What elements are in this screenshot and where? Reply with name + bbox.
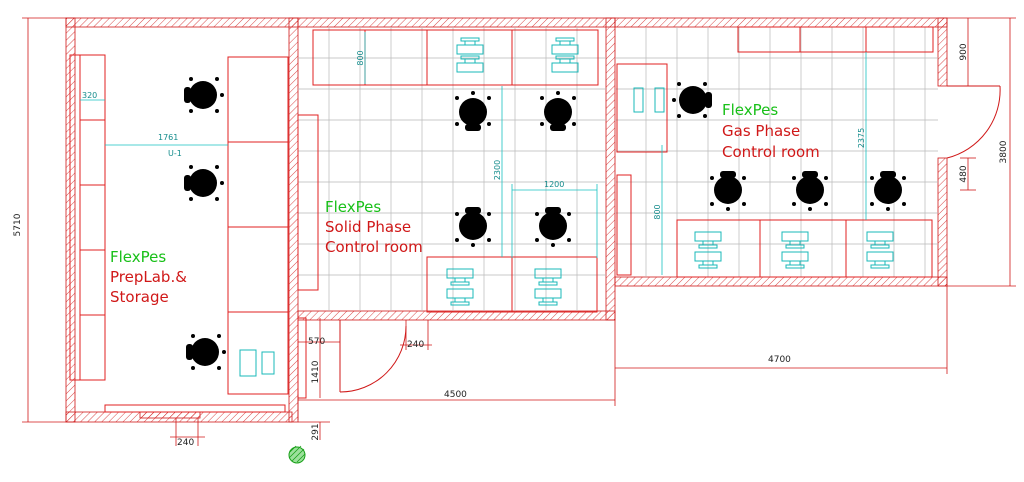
dimension-lines: 5710 320 1761 U-1 240 570 240 1410 291 4… (13, 17, 1016, 448)
monitor-gas-rack (633, 87, 665, 113)
wall-bottom-gas (614, 276, 948, 287)
dim-gas-height: 3800 (999, 140, 1009, 163)
dim-wall-gap: 240 (407, 340, 424, 350)
rack-left (297, 114, 319, 291)
wall-right-gas-lower (937, 157, 948, 287)
floor-grid-solid (298, 27, 606, 311)
dim-solid-bench: 800 (356, 50, 365, 65)
solid-phase-name: FlexPes (325, 198, 381, 216)
gas-phase-line1: Gas Phase (722, 122, 800, 140)
wall-window-bottom (139, 411, 201, 419)
chair-gas-1 (672, 82, 712, 118)
wall-top-prep (65, 17, 299, 28)
dim-bottom-window: 240 (177, 438, 194, 448)
chair-solid-1 (455, 91, 491, 131)
dim-total-height: 5710 (13, 213, 23, 236)
label-gas-phase: FlexPes Gas Phase Control room (722, 101, 820, 161)
dim-gas-aisle: 2375 (857, 128, 866, 148)
chair-prep-1 (184, 77, 224, 113)
solid-phase-line2: Control room (325, 238, 423, 256)
wall-top-gas (614, 17, 948, 28)
door-gas (946, 85, 1001, 159)
gas-phase-furniture (616, 26, 934, 278)
chair-gas-3 (792, 171, 828, 211)
monitors-solid-bottom (446, 268, 562, 306)
bench-right (227, 56, 289, 313)
prep-lab-line2: Storage (110, 288, 169, 306)
dim-solid-width: 4500 (444, 390, 467, 400)
dim-gas-desk: 800 (653, 204, 662, 219)
chair-prep-3 (186, 334, 226, 370)
desk-gas-bottom (676, 219, 933, 278)
cabinet-top-gas (737, 26, 934, 53)
prep-lab-name: FlexPes (110, 248, 166, 266)
dim-tag: U-1 (168, 149, 182, 158)
monitor-prep (239, 349, 275, 377)
origin-marker (288, 446, 306, 464)
side-rack-gas (616, 174, 632, 276)
wall-top-solid (297, 17, 616, 28)
shelf-unit (79, 54, 106, 381)
window-bottom (104, 404, 286, 413)
gas-phase-line2: Control room (722, 143, 820, 161)
wall-right-gas-upper (937, 17, 948, 87)
dim-solid-desk: 1200 (544, 180, 564, 189)
solid-phase-furniture (297, 29, 599, 313)
gas-phase-name: FlexPes (722, 101, 778, 119)
monitors-solid-top (456, 37, 579, 73)
door-solid (297, 317, 407, 399)
cabinet-top (312, 29, 599, 86)
dim-solid-aisle: 2300 (493, 160, 502, 180)
origin-marker-hatch (288, 445, 306, 463)
dim-inner-width: 1761 (158, 133, 178, 142)
label-solid-phase: FlexPes Solid Phase Control room (325, 198, 423, 256)
dim-marker-offset: 291 (311, 423, 321, 440)
dim-gas-top: 900 (959, 43, 969, 60)
dim-gas-width: 4700 (768, 355, 791, 365)
rack-gas (616, 63, 668, 153)
prep-lab-furniture (69, 54, 289, 413)
prep-lab-line1: PrepLab.& (110, 268, 187, 286)
dim-door-offset: 570 (308, 337, 325, 347)
chair-solid-2 (540, 91, 576, 131)
solid-phase-line1: Solid Phase (325, 218, 411, 236)
wall-middle-2 (605, 17, 616, 321)
dim-shelf-depth: 320 (82, 91, 97, 100)
wall-middle-1 (288, 17, 299, 423)
dim-door-depth: 1410 (311, 360, 321, 383)
chair-gas-2 (710, 171, 746, 211)
chair-prep-2 (184, 165, 224, 201)
label-prep-lab: FlexPes PrepLab.& Storage (110, 248, 187, 306)
desk-prep (227, 311, 289, 395)
dim-gas-door: 480 (959, 165, 969, 182)
chair-gas-4 (870, 171, 906, 211)
